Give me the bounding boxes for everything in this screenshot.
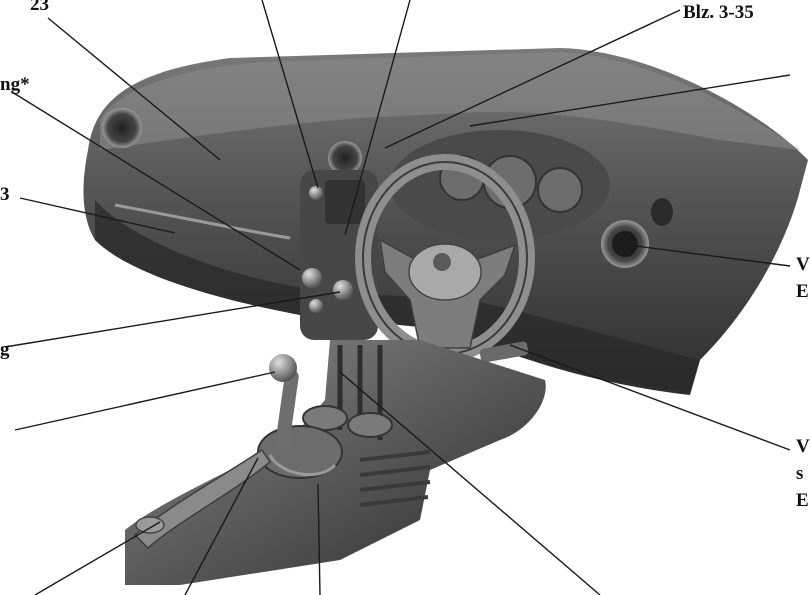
glovebox-line	[114, 203, 291, 240]
dashboard-lower-band	[95, 200, 700, 392]
steering-wheel-hub	[408, 243, 482, 301]
gear-stick	[275, 370, 299, 450]
dashboard-top-surface	[100, 52, 800, 150]
callout-right-2a: V	[796, 436, 810, 457]
callout-left-lower: g	[0, 339, 10, 360]
gear-knob	[269, 354, 297, 382]
callout-right-2c: E	[796, 490, 809, 511]
callout-top-left: 23	[30, 0, 49, 15]
left-center-vent	[328, 141, 362, 175]
brand-emblem	[433, 253, 451, 271]
callout-right-1b: E	[796, 281, 809, 302]
callout-left-mid: 3	[0, 184, 10, 205]
far-right-vent	[651, 198, 673, 226]
climate-knob-right	[333, 280, 353, 300]
callout-page-reference[interactable]: Blz. 3-35	[683, 2, 754, 23]
parking-brake-lever	[133, 448, 271, 550]
cup-holder-2	[347, 412, 393, 438]
callout-right-2b: s	[796, 463, 804, 484]
climate-knob-left	[302, 268, 322, 288]
leader-lines	[4, 0, 791, 595]
callout-right-1a: V	[796, 254, 810, 275]
hazard-button	[309, 186, 323, 200]
left-vent-outer	[102, 108, 142, 148]
callout-left-upper: ng*	[0, 74, 30, 95]
